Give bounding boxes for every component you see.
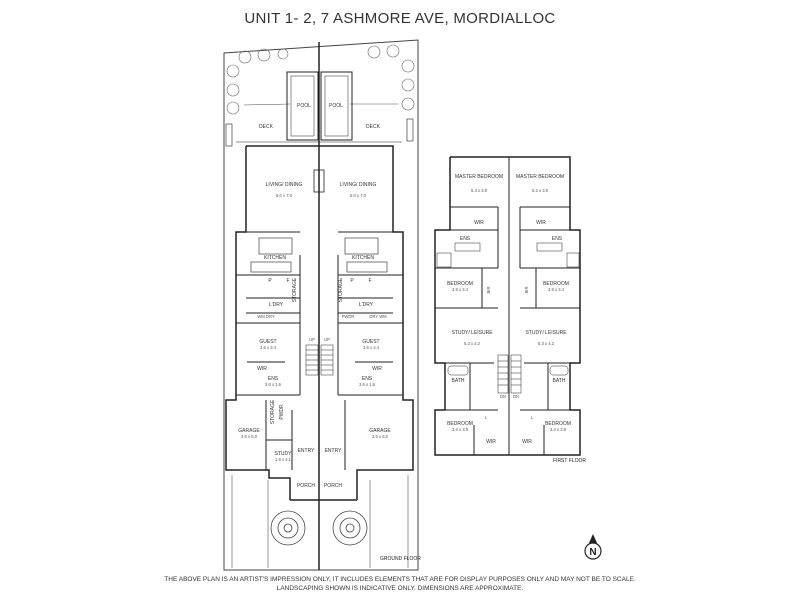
dim-guest-right: 3.6 x 3.4 bbox=[363, 345, 380, 350]
dim-ens-left: 3.6 x 1.6 bbox=[265, 382, 282, 387]
dim-ens-right: 3.6 x 1.6 bbox=[359, 382, 376, 387]
label-storage2-left: STORAGE bbox=[270, 399, 276, 424]
label-deck-left: DECK bbox=[259, 124, 274, 130]
label-guest-right: GUEST bbox=[362, 339, 379, 345]
label-up-right: UP bbox=[324, 337, 330, 342]
dim-bedroom2-right: 3.4 x 3.9 bbox=[550, 427, 567, 432]
label-fridge-right: F bbox=[368, 278, 371, 284]
label-master-left: MASTER BEDROOM bbox=[455, 174, 503, 180]
label-pool-right: POOL bbox=[329, 103, 343, 109]
label-ldry-left: L'DRY bbox=[269, 302, 284, 308]
label-up-left: UP bbox=[309, 337, 315, 342]
label-study: STUDY bbox=[275, 451, 293, 457]
label-living-right: LIVING/ DINING bbox=[340, 182, 377, 188]
dim-study-right: 5.3 x 4.2 bbox=[538, 341, 555, 346]
label-garage-right: GARAGE bbox=[369, 428, 391, 434]
label-bir-right: BIR bbox=[524, 287, 529, 294]
label-ens-left: ENS bbox=[268, 376, 279, 382]
label-deck-right: DECK bbox=[366, 124, 381, 130]
label-bedroom2-left: BEDROOM bbox=[447, 421, 473, 427]
label-bath-right: BATH bbox=[553, 378, 566, 384]
label-entry-left: ENTRY bbox=[298, 448, 316, 454]
label-ldry-right: L'DRY bbox=[359, 302, 374, 308]
label-garage-left: GARAGE bbox=[238, 428, 260, 434]
label-bedroom-left: BEDROOM bbox=[447, 281, 473, 287]
label-wir-bot-left: WIR bbox=[486, 439, 496, 445]
dim-bedroom2-left: 3.4 x 3.9 bbox=[452, 427, 469, 432]
label-study-left: STUDY/ LEISURE bbox=[451, 330, 493, 336]
label-ens-left-ff: ENS bbox=[460, 236, 471, 242]
dim-study: 1.8 x 4.1 bbox=[275, 457, 292, 462]
label-kitchen-left: KITCHEN bbox=[264, 255, 286, 261]
label-wm-dry-left: WM DRY bbox=[257, 314, 275, 319]
dim-bedroom-left: 3.9 x 3.4 bbox=[452, 287, 469, 292]
label-wir-left: WIR bbox=[257, 366, 267, 372]
disclaimer-line-2: LANDSCAPING SHOWN IS INDICATIVE ONLY. DI… bbox=[276, 585, 524, 592]
label-pwdr-left: PWDR bbox=[279, 404, 285, 420]
label-pantry-right: P bbox=[350, 278, 354, 284]
label-wir-top-left: WIR bbox=[474, 220, 484, 226]
label-storage-right: STORAGE bbox=[338, 277, 344, 302]
north-label: N bbox=[589, 547, 596, 558]
dim-garage-right: 3.5 x 6.0 bbox=[372, 434, 389, 439]
label-porch-right: PORCH bbox=[324, 483, 342, 489]
label-wir-bot-right: WIR bbox=[522, 439, 532, 445]
label-ens-right: ENS bbox=[362, 376, 373, 382]
label-dn-right: DN bbox=[513, 394, 519, 399]
lot-boundary bbox=[223, 39, 419, 571]
plan-title: UNIT 1- 2, 7 ASHMORE AVE, MORDIALLOC bbox=[244, 10, 556, 27]
label-study-right: STUDY/ LEISURE bbox=[525, 330, 567, 336]
dim-living-right: 5.0 x 7.0 bbox=[350, 193, 367, 198]
disclaimer: THE ABOVE PLAN IS AN ARTIST'S IMPRESSION… bbox=[0, 575, 800, 593]
label-dn-left: DN bbox=[500, 394, 506, 399]
label-bath-left: BATH bbox=[452, 378, 465, 384]
label-ens-right-ff: ENS bbox=[552, 236, 563, 242]
first-floor-plan bbox=[434, 156, 581, 456]
dim-garage-left: 3.5 x 6.0 bbox=[241, 434, 258, 439]
label-storage-left: STORAGE bbox=[292, 277, 298, 302]
dim-master-left: 5.3 x 3.9 bbox=[471, 188, 488, 193]
dim-guest-left: 3.6 x 3.4 bbox=[260, 345, 277, 350]
label-pantry-left: P bbox=[268, 278, 272, 284]
label-living-left: LIVING/ DINING bbox=[266, 182, 303, 188]
ground-floor-label: GROUND FLOOR bbox=[380, 556, 421, 562]
dim-master-right: 5.3 x 3.9 bbox=[532, 188, 549, 193]
label-bir-left: BIR bbox=[486, 287, 491, 294]
dim-bedroom-right: 3.9 x 3.4 bbox=[548, 287, 565, 292]
label-pool-left: POOL bbox=[297, 103, 311, 109]
label-bedroom-right: BEDROOM bbox=[543, 281, 569, 287]
label-pwdr-right: PWDR bbox=[342, 314, 355, 319]
ground-floor-plan bbox=[223, 39, 419, 571]
pool-left bbox=[286, 71, 319, 141]
label-wir-right: WIR bbox=[372, 366, 382, 372]
ground-floor-labels: POOL POOL DECK DECK LIVING/ DINING 5.0 x… bbox=[238, 103, 421, 562]
north-arrow-icon: N bbox=[584, 534, 602, 560]
first-floor-labels: MASTER BEDROOM 5.3 x 3.9 MASTER BEDROOM … bbox=[447, 174, 586, 464]
label-master-right: MASTER BEDROOM bbox=[516, 174, 564, 180]
label-wir-top-right: WIR bbox=[536, 220, 546, 226]
label-porch-left: PORCH bbox=[297, 483, 315, 489]
label-kitchen-right: KITCHEN bbox=[352, 255, 374, 261]
label-fridge-left: F bbox=[286, 278, 289, 284]
label-bedroom2-right: BEDROOM bbox=[545, 421, 571, 427]
label-l-right: L bbox=[531, 415, 534, 420]
label-entry-right: ENTRY bbox=[325, 448, 343, 454]
first-floor-label: FIRST FLOOR bbox=[553, 458, 586, 464]
label-guest-left: GUEST bbox=[259, 339, 276, 345]
label-l-left: L bbox=[485, 415, 488, 420]
label-dry-wm-right: DRY WM bbox=[369, 314, 387, 319]
dim-living-left: 5.0 x 7.0 bbox=[276, 193, 293, 198]
front-trees bbox=[270, 510, 368, 546]
boundary-shrubs bbox=[226, 44, 415, 115]
dim-study-left: 5.3 x 4.2 bbox=[464, 341, 481, 346]
disclaimer-line-1: THE ABOVE PLAN IS AN ARTIST'S IMPRESSION… bbox=[164, 576, 636, 583]
pool-right bbox=[320, 71, 353, 141]
